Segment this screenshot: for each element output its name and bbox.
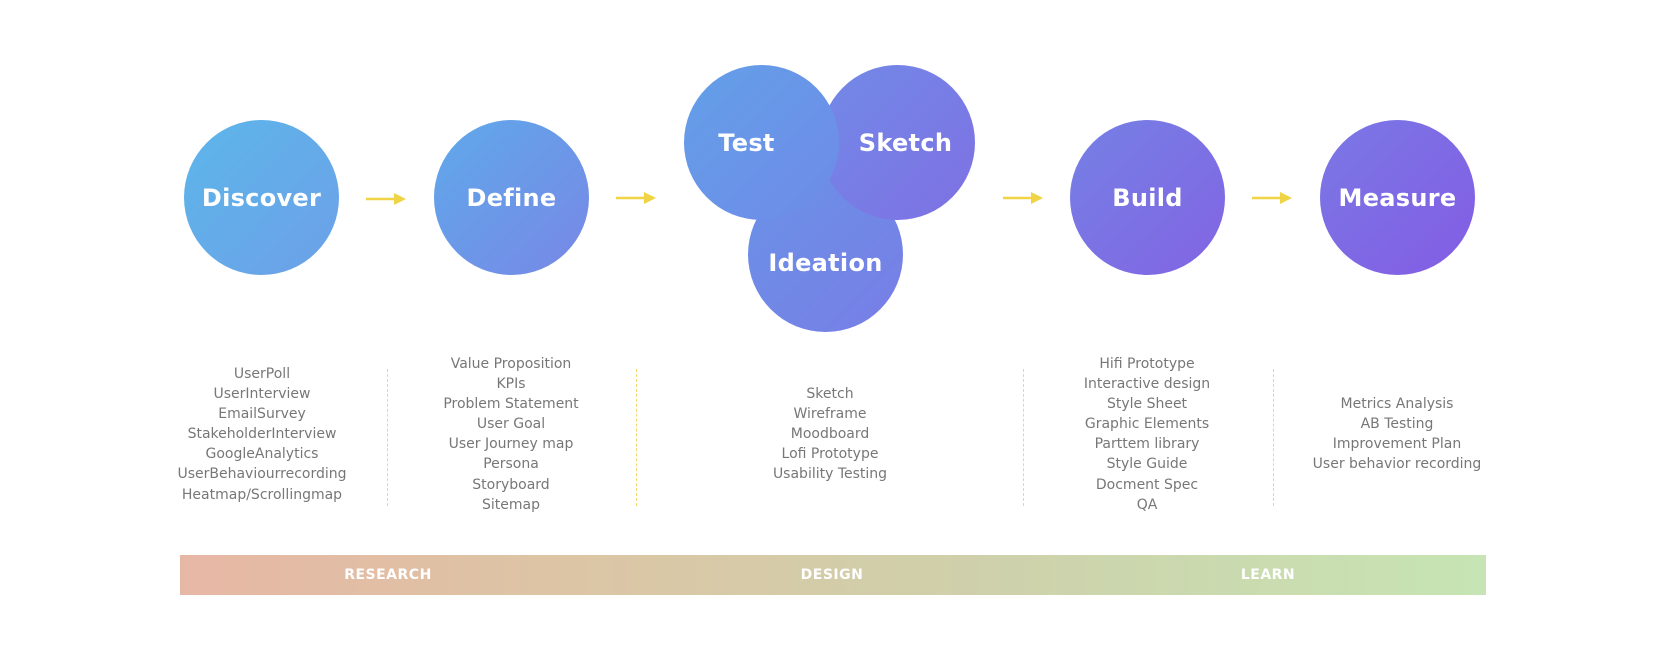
list-item: Usability Testing — [772, 466, 888, 483]
list-item: KPIs — [496, 376, 526, 393]
list-item: Style Sheet — [1106, 396, 1188, 413]
build-label: Build — [1112, 183, 1183, 212]
build-activity-list: Hifi Prototype Interactive design Style … — [1032, 354, 1262, 515]
arrow-right-icon — [1252, 192, 1292, 204]
list-item: Value Proposition — [450, 356, 572, 372]
list-item: Interactive design — [1083, 376, 1211, 393]
list-item: Style Guide — [1106, 456, 1188, 473]
arrow-right-icon — [616, 192, 656, 204]
define-label: Define — [466, 183, 557, 212]
phase-bar: RESEARCH DESIGN LEARN — [180, 555, 1486, 595]
divider — [636, 369, 637, 506]
list-item: Hifi Prototype — [1099, 356, 1195, 372]
ideation-label: Ideation — [768, 248, 883, 277]
list-item: QA — [1136, 496, 1158, 513]
test-label: Test — [718, 128, 775, 157]
discover-activity-list: UserPoll UserInterview EmailSurvey Stake… — [147, 364, 377, 505]
divider — [1023, 369, 1024, 506]
measure-label: Measure — [1338, 183, 1457, 212]
list-item: User Journey map — [448, 436, 574, 453]
list-item: AB Testing — [1360, 416, 1434, 433]
list-item: Storyboard — [472, 476, 550, 493]
list-item: UserPoll — [233, 366, 291, 382]
list-item: Improvement Plan — [1332, 436, 1462, 453]
arrow-right-icon — [366, 193, 406, 205]
phase-label-learn: LEARN — [1240, 567, 1296, 583]
define-activity-list: Value Proposition KPIs Problem Statement… — [396, 354, 626, 515]
list-item: GoogleAnalytics — [205, 446, 319, 463]
list-item: Graphic Elements — [1084, 416, 1210, 433]
divider — [1273, 369, 1274, 506]
arrow-right-icon — [1003, 192, 1043, 204]
list-item: Wireframe — [793, 406, 867, 423]
define-circle: Define — [434, 120, 589, 275]
list-item: User Goal — [476, 416, 546, 433]
sketch-label: Sketch — [858, 128, 953, 157]
list-item: Problem Statement — [443, 396, 579, 413]
measure-activity-list: Metrics Analysis AB Testing Improvement … — [1282, 394, 1512, 474]
list-item: StakeholderInterview — [187, 426, 337, 443]
list-item: Heatmap/Scrollingmap — [181, 486, 343, 503]
build-circle: Build — [1070, 120, 1225, 275]
test-circle: Test — [684, 65, 839, 220]
phase-label-design: DESIGN — [800, 567, 864, 583]
divider — [387, 369, 388, 506]
list-item: Moodboard — [790, 426, 870, 443]
phase-label-research: RESEARCH — [344, 567, 432, 583]
list-item: Parttem library — [1094, 436, 1200, 453]
discover-circle: Discover — [184, 120, 339, 275]
ideation-activity-list: Sketch Wireframe Moodboard Lofi Prototyp… — [715, 384, 945, 484]
list-item: UserInterview — [213, 386, 311, 403]
list-item: User behavior recording — [1312, 456, 1482, 473]
list-item: UserBehaviourrecording — [177, 466, 347, 483]
list-item: Persona — [483, 456, 539, 473]
sketch-circle: Sketch — [820, 65, 975, 220]
measure-circle: Measure — [1320, 120, 1475, 275]
list-item: Docment Spec — [1095, 476, 1199, 493]
list-item: Sketch — [806, 386, 854, 402]
discover-label: Discover — [201, 183, 322, 212]
list-item: Lofi Prototype — [781, 446, 879, 463]
list-item: Metrics Analysis — [1340, 396, 1454, 412]
list-item: EmailSurvey — [218, 406, 306, 423]
list-item: Sitemap — [482, 496, 540, 513]
